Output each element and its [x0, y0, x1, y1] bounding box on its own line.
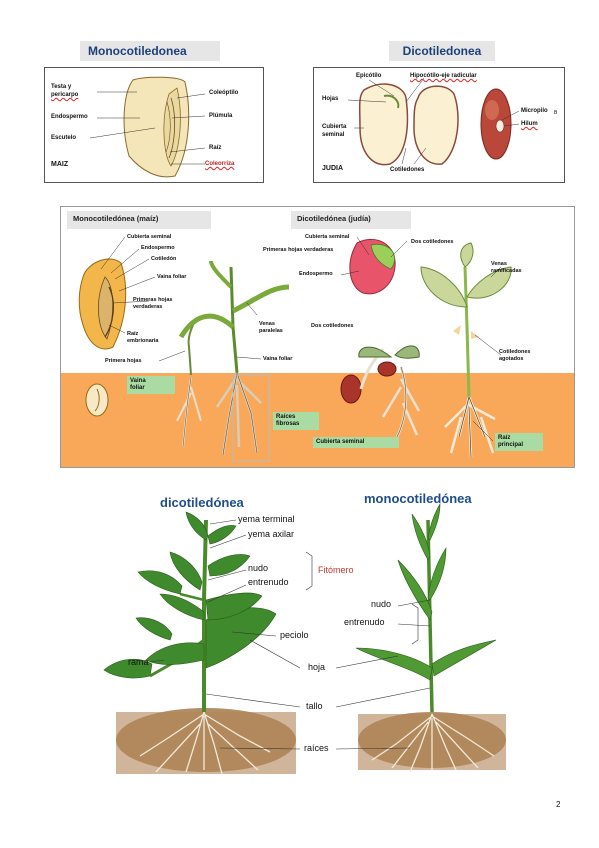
d-venas2-label: ramificadas [491, 268, 522, 274]
m-raiz2-label: embrionaria [127, 338, 159, 344]
raices-label: raíces [304, 743, 329, 753]
green-cubierta-text: Cubierta seminal [316, 439, 365, 445]
label-raiz: Raíz [209, 145, 222, 151]
label-plumula: Plúmula [209, 113, 233, 119]
label-endospermo: Endospermo [51, 114, 88, 120]
label-cubierta: Cubierta [322, 124, 347, 130]
label-judia: JUDIA [322, 165, 344, 172]
bean-seed-drawing [347, 77, 520, 166]
label-escutelo: Escutelo [51, 135, 77, 141]
green-vaina-foliar: Vaina foliar [127, 376, 175, 394]
d-venas1-label: Venas [491, 261, 507, 267]
label-testa: Testa y [51, 84, 72, 90]
m-raiz1-label: Raíz [127, 331, 139, 337]
label-hipocotilo: Hipocótilo-eje radicular [410, 73, 477, 79]
di-title: Dicotiledonea [389, 41, 495, 61]
d-primeras-label: Primeras hojas verdaderas [263, 247, 334, 253]
label-cotiledones: Cotiledones [390, 167, 425, 173]
green-vaina-2: foliar [130, 385, 145, 391]
m-vaina-label: Vaina foliar [157, 274, 187, 280]
di-seed-diagram: Epicótilo Hipocótilo-eje radicular Hojas… [313, 67, 565, 183]
m-primeras1-label: Primeras hojas [133, 297, 173, 303]
mono-seed-diagram: Testa y pericarpo Endospermo Escutelo MA… [44, 67, 264, 183]
fitomero-label: Fitómero [318, 565, 354, 575]
label-maiz: MAIZ [51, 161, 69, 168]
m-cotiledon-label: Cotiledón [151, 256, 177, 262]
tallo-label: tallo [306, 701, 323, 711]
label-hojas: Hojas [322, 96, 339, 102]
m-vaina2-label: Vaina foliar [263, 356, 293, 362]
green-raiz-principal: Raíz principal [495, 433, 543, 451]
m-endospermo-label: Endospermo [141, 245, 175, 251]
maize-seed-drawing [89, 76, 206, 178]
label-micropilo: Micropilo [521, 108, 548, 114]
label-epicotilo: Epicótilo [356, 73, 382, 79]
mono-nudo-label: nudo [371, 599, 392, 609]
mono-entrenudo-label: entrenudo [344, 617, 385, 627]
green-vaina-1: Vaina [130, 378, 146, 384]
label-coleorriza: Coleorriza [205, 161, 235, 167]
d-cot1-label: Cotiledones [499, 349, 531, 355]
m-primera-label: Primera hojas [105, 358, 142, 364]
green-raices-2: fibrosas [276, 421, 300, 427]
mono-maiz-title: Monocotiledónea (maíz) [73, 214, 159, 223]
label-pericarpo: pericarpo [51, 92, 79, 98]
d-dos2-label: Dos cotiledones [311, 323, 354, 329]
green-raiz-1: Raíz [498, 435, 511, 441]
page-number: 2 [556, 800, 561, 809]
m-cubierta-label: Cubierta seminal [127, 234, 172, 240]
green-raices-fibrosas: Raíces fibrosas [273, 412, 319, 430]
peciolo-label: peciolo [280, 630, 309, 640]
d-cubierta-label: Cubierta seminal [305, 234, 350, 240]
yema-terminal-label: yema terminal [238, 514, 295, 524]
m-venas2-label: paralelas [259, 328, 283, 334]
green-raices-1: Raíces [276, 414, 296, 420]
d-cot2-label: agotados [499, 356, 524, 362]
m-primeras2-label: verdaderas [133, 304, 163, 310]
label-seminal: seminal [322, 132, 345, 138]
m-venas1-label: Venas [259, 321, 275, 327]
dicot-title: dicotiledónea [160, 495, 244, 510]
green-raiz-2: principal [498, 442, 524, 448]
di-judia-title: Dicotiledónea (judía) [297, 214, 371, 223]
d-endospermo-label: Endospermo [299, 271, 333, 277]
d-dos1-label: Dos cotiledones [411, 239, 454, 245]
monocot-title: monocotiledónea [364, 491, 472, 506]
yema-axilar-label: yema axilar [248, 529, 295, 539]
label-b: B [554, 110, 558, 116]
mono-header-strip [67, 211, 211, 229]
entrenudo-label: entrenudo [248, 577, 289, 587]
rama-label: rama [128, 657, 149, 667]
mono-title: Monocotiledonea [80, 41, 220, 61]
nudo-label: nudo [248, 563, 269, 573]
label-coleoptilo: Coleóptilo [209, 90, 239, 96]
di-header-strip [291, 211, 411, 229]
hoja-label: hoja [308, 662, 326, 672]
green-cubierta-seminal: Cubierta seminal [313, 437, 399, 448]
germination-diagram: Monocotiledónea (maíz) Dicotiledónea (ju… [60, 206, 575, 468]
label-hilum: Hilum [521, 121, 538, 127]
germination-drawing [78, 236, 512, 462]
